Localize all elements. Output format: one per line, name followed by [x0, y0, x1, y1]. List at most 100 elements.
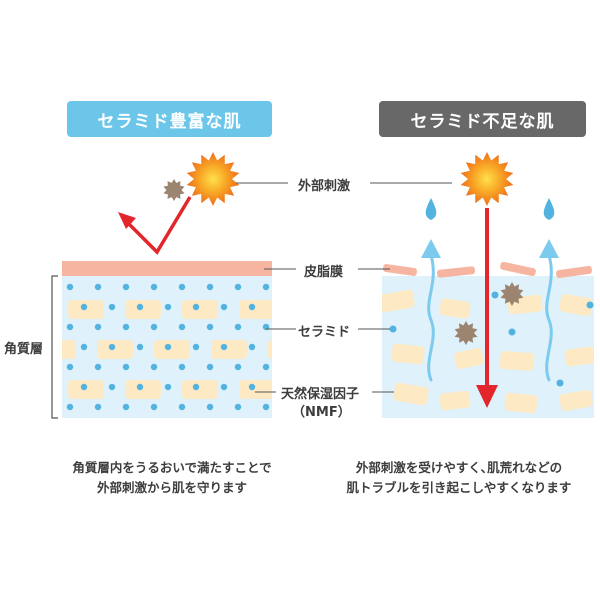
ceramide-dot [508, 328, 516, 336]
left-skin-block [62, 261, 272, 418]
sebum-fragment [556, 265, 592, 279]
left-caption-line2: 外部刺激から肌を守ります [96, 480, 247, 495]
corneocyte-cell [559, 293, 593, 317]
corneocyte-cell [239, 380, 272, 399]
left-panel-title: セラミド豊富な肌 [67, 101, 272, 137]
ceramide-dot [262, 283, 270, 291]
penetrating-arrow-head [476, 385, 498, 408]
ceramide-dot [136, 383, 144, 391]
corneocyte-cell [125, 300, 161, 319]
ceramide-dot [206, 283, 214, 291]
sebum-fragment [500, 261, 536, 277]
ceramide-dot [94, 323, 102, 331]
right-caption-line1: 外部刺激を受けやすく､肌荒れなどの [355, 460, 563, 475]
ceramide-dot [192, 303, 200, 311]
ceramide-dot [220, 343, 228, 351]
corneocyte-cell [239, 300, 272, 319]
moisture-escape-arrows [427, 253, 553, 382]
sebum-fragment [382, 264, 418, 276]
ceramide-dot [220, 303, 228, 311]
ceramide-dot [248, 343, 256, 351]
irritant-icon [454, 321, 478, 345]
ceramide-dot [178, 283, 186, 291]
ceramide-dot [122, 323, 130, 331]
ceramide-dot [150, 283, 158, 291]
ceramide-dot [262, 363, 270, 371]
ceramide-dot [178, 323, 186, 331]
corneocyte-cell [68, 300, 104, 319]
ceramide-dot [150, 403, 158, 411]
ceramide-dot [248, 303, 256, 311]
left-caption-line1: 角質層内をうるおいで満たすことで [72, 460, 272, 475]
corneocyte-cell [182, 380, 218, 399]
ceramide-dot [122, 283, 130, 291]
ceramide-dot [220, 383, 228, 391]
right-cells [382, 289, 594, 414]
corneocyte-cell [268, 340, 272, 359]
ceramide-dot [164, 383, 172, 391]
corneocyte-cell [439, 298, 471, 319]
label-ceramide: セラミド [298, 325, 351, 340]
ceramide-dot [66, 403, 74, 411]
ceramide-dot [586, 301, 594, 309]
ceramide-dot [108, 383, 116, 391]
right-caption-line2: 肌トラブルを引き起こしやすくなります [346, 480, 572, 495]
moisture-arrow [427, 253, 435, 382]
ceramide-dot [80, 383, 88, 391]
ceramide-dot [136, 343, 144, 351]
left-ceramide-dots [66, 283, 270, 411]
ceramide-dot [136, 303, 144, 311]
left-caption: 角質層内をうるおいで満たすことで 外部刺激から肌を守ります [28, 458, 316, 498]
ceramide-dot [94, 403, 102, 411]
ceramide-dot [262, 403, 270, 411]
left-sebum-film [62, 261, 272, 276]
ceramide-dot [164, 343, 172, 351]
corneocyte-cell [393, 382, 429, 406]
ceramide-dot [178, 363, 186, 371]
ceramide-dot [122, 403, 130, 411]
ceramide-dot [206, 403, 214, 411]
ceramide-dot [491, 291, 499, 299]
ceramide-dot [94, 283, 102, 291]
right-panel-title: セラミド不足な肌 [379, 101, 586, 137]
water-drop-icon [543, 198, 555, 220]
corneocyte-cell [504, 392, 538, 414]
corneocyte-cell [382, 289, 415, 313]
ceramide-dot [108, 343, 116, 351]
leader-lines [236, 182, 452, 393]
irritant-icon [163, 179, 185, 201]
ceramide-dot [556, 379, 564, 387]
right-caption: 外部刺激を受けやすく､肌荒れなどの 肌トラブルを引き起こしやすくなります [318, 458, 600, 498]
water-drop-icon [425, 198, 437, 220]
ceramide-dot [80, 343, 88, 351]
ceramide-dot [94, 363, 102, 371]
ceramide-dot [234, 323, 242, 331]
ceramide-dot [122, 363, 130, 371]
ceramide-dot [206, 363, 214, 371]
corneocyte-cell [154, 340, 190, 359]
label-nmf-abbrev: （NMF） [292, 405, 351, 420]
right-ceramide-dots [389, 291, 594, 387]
ceramide-dot [66, 323, 74, 331]
corneocyte-cell [559, 389, 593, 412]
ceramide-dot [178, 403, 186, 411]
sebum-fragment [436, 266, 476, 278]
ceramide-dot [66, 363, 74, 371]
irritant-icon [500, 282, 524, 306]
ceramide-dot [66, 283, 74, 291]
reflection-arrow-head [118, 212, 136, 229]
ceramide-dot [192, 383, 200, 391]
ceramide-dot [192, 343, 200, 351]
ceramide-dot [206, 323, 214, 331]
ceramide-dot [108, 303, 116, 311]
corneocyte-cell [125, 380, 161, 399]
label-nmf: 天然保湿因子 [281, 387, 360, 402]
moisture-arrow-head [539, 239, 559, 258]
ceramide-dot [234, 403, 242, 411]
corneocyte-cell [391, 343, 425, 365]
corneocyte-cell [564, 346, 594, 367]
ceramide-dot [164, 303, 172, 311]
ceramide-dot [234, 283, 242, 291]
